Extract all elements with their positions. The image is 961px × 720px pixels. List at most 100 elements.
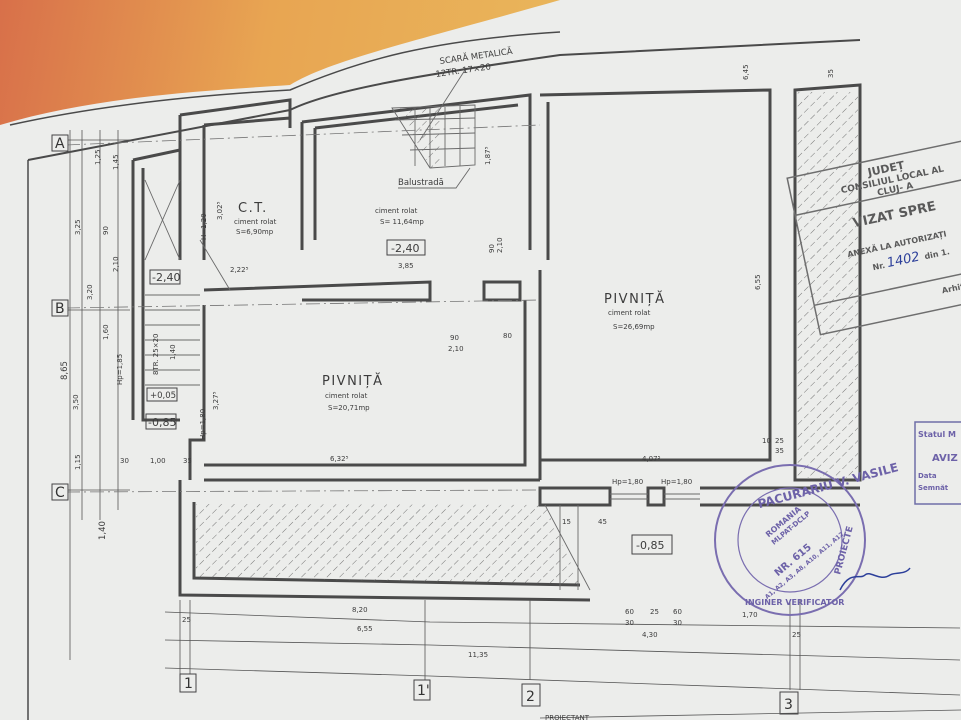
svg-text:3,27⁵: 3,27⁵ bbox=[212, 391, 220, 410]
svg-text:1,15: 1,15 bbox=[74, 454, 82, 470]
svg-text:1,25: 1,25 bbox=[94, 149, 102, 165]
axis-label-c: C bbox=[55, 485, 65, 501]
axis-label-3: 3 bbox=[784, 697, 793, 713]
svg-text:Hp=1,80: Hp=1,80 bbox=[199, 409, 207, 440]
svg-text:ciment rolat: ciment rolat bbox=[608, 309, 651, 317]
svg-text:ciment rolat: ciment rolat bbox=[325, 392, 368, 400]
svg-text:6,55: 6,55 bbox=[754, 274, 762, 290]
svg-text:6,45: 6,45 bbox=[742, 64, 750, 80]
level-marker-landing bbox=[146, 387, 178, 402]
footer-designer-label: PROIECTANT bbox=[545, 714, 590, 720]
sheet-border bbox=[27, 39, 861, 161]
bottom-dimension-lines: 8,20 60 25 60 1,70 30 30 6,55 25 4,30 25… bbox=[164, 600, 961, 696]
svg-text:35: 35 bbox=[775, 447, 784, 455]
stair-width-label: 1,40 bbox=[169, 344, 177, 360]
svg-text:80: 80 bbox=[503, 332, 512, 340]
axis-label-1: 1 bbox=[184, 676, 193, 692]
axis-label-2: 2 bbox=[526, 689, 535, 705]
svg-text:ciment rolat: ciment rolat bbox=[375, 207, 418, 215]
svg-text:1,70: 1,70 bbox=[742, 611, 758, 619]
svg-text:H=1,20: H=1,20 bbox=[200, 213, 208, 240]
grid-column-axes: 1 1' 2 3 bbox=[179, 673, 799, 715]
svg-text:11,35: 11,35 bbox=[468, 651, 488, 659]
svg-text:3,50: 3,50 bbox=[72, 394, 80, 410]
interior-dimensions: 3,02⁵ H=1,20 1,87⁵ 90 2,10 2,22⁵ 6,32⁵ 3… bbox=[120, 64, 835, 526]
svg-text:1402: 1402 bbox=[886, 250, 921, 272]
svg-text:35: 35 bbox=[827, 69, 835, 78]
balustrade-label: Balustradă bbox=[398, 178, 444, 188]
svg-text:C.T.: C.T. bbox=[238, 201, 268, 216]
axis-label-1-prime: 1' bbox=[417, 683, 430, 699]
stair-door-label: Hp=1,85 bbox=[116, 354, 124, 385]
room-pivnita-2: PIVNIȚĂ ciment rolat S=26,69mp bbox=[604, 291, 665, 331]
level-stair-top: -2,40 bbox=[152, 271, 180, 284]
svg-text:90: 90 bbox=[450, 334, 459, 342]
room-hall: ciment rolat S= 11,64mp -2,40 3,85 bbox=[375, 207, 426, 270]
level-marker-stair-top bbox=[149, 269, 181, 285]
svg-text:INGINER VERIFICATOR: INGINER VERIFICATOR bbox=[745, 598, 844, 607]
svg-text:8,65: 8,65 bbox=[60, 361, 70, 380]
svg-text:1,60: 1,60 bbox=[102, 324, 110, 340]
svg-text:1,40: 1,40 bbox=[98, 521, 108, 540]
level-terrace: -0,85 bbox=[636, 539, 664, 552]
svg-text:Data: Data bbox=[918, 472, 937, 480]
level-marker-entry bbox=[145, 413, 177, 430]
svg-text:90: 90 bbox=[488, 244, 496, 253]
level-landing: +0,05 bbox=[150, 391, 176, 401]
svg-text:Hp=1,80: Hp=1,80 bbox=[612, 478, 643, 486]
svg-text:30: 30 bbox=[625, 619, 634, 627]
svg-text:3,20: 3,20 bbox=[86, 284, 94, 300]
svg-text:60: 60 bbox=[625, 608, 634, 616]
hatched-terrace bbox=[196, 504, 580, 584]
svg-text:45: 45 bbox=[598, 518, 607, 526]
svg-text:30: 30 bbox=[673, 619, 682, 627]
level-entry: -0,85 bbox=[148, 416, 176, 429]
svg-text:4,30: 4,30 bbox=[642, 631, 658, 639]
signature bbox=[839, 567, 911, 591]
axis-label-a: A bbox=[55, 136, 65, 152]
grid-row-axes: A B C bbox=[51, 124, 541, 501]
svg-text:Semnăt: Semnăt bbox=[918, 484, 949, 492]
svg-text:25: 25 bbox=[775, 437, 784, 445]
svg-text:ciment rolat: ciment rolat bbox=[234, 218, 277, 226]
left-dimension-lines: 8,65 1,40 3,25 3,20 3,50 1,15 1,25 90 1,… bbox=[60, 130, 130, 660]
svg-text:25: 25 bbox=[650, 608, 659, 616]
hatched-wall-right bbox=[797, 92, 858, 478]
svg-text:S=20,71mp: S=20,71mp bbox=[328, 404, 370, 412]
svg-text:1,00: 1,00 bbox=[150, 457, 166, 465]
svg-text:1,87⁵: 1,87⁵ bbox=[484, 146, 492, 165]
room-pivnita-1: PIVNIȚĂ ciment rolat S=20,71mp bbox=[322, 373, 383, 412]
svg-text:60: 60 bbox=[673, 608, 682, 616]
svg-text:S=6,90mp: S=6,90mp bbox=[236, 228, 274, 236]
svg-text:2,22⁵: 2,22⁵ bbox=[230, 266, 249, 274]
svg-text:Statul M: Statul M bbox=[918, 430, 956, 439]
level-marker-terrace bbox=[631, 534, 673, 555]
svg-text:25: 25 bbox=[182, 616, 191, 624]
svg-text:S= 11,64mp: S= 11,64mp bbox=[380, 218, 424, 226]
svg-text:PIVNIȚĂ: PIVNIȚĂ bbox=[604, 291, 665, 307]
side-aviz-stamp: Statul M AVIZ Data Semnăt bbox=[914, 421, 961, 505]
svg-text:Nr.: Nr. bbox=[872, 261, 886, 272]
room-ct: C.T. ciment rolat S=6,90mp bbox=[234, 201, 277, 236]
svg-text:2,10: 2,10 bbox=[112, 256, 120, 272]
svg-text:2,10: 2,10 bbox=[448, 345, 464, 353]
svg-text:-2,40: -2,40 bbox=[391, 242, 419, 255]
metal-stair bbox=[391, 69, 476, 169]
svg-text:10: 10 bbox=[762, 437, 771, 445]
svg-text:25: 25 bbox=[792, 631, 801, 639]
svg-text:PIVNIȚĂ: PIVNIȚĂ bbox=[322, 373, 383, 389]
svg-text:AVIZ: AVIZ bbox=[932, 453, 958, 464]
svg-text:3,02⁵: 3,02⁵ bbox=[216, 201, 224, 220]
axis-label-b: B bbox=[55, 301, 65, 317]
svg-text:4,07⁵: 4,07⁵ bbox=[642, 455, 661, 463]
svg-text:15: 15 bbox=[562, 518, 571, 526]
svg-text:6,55: 6,55 bbox=[357, 625, 373, 633]
svg-text:6,32⁵: 6,32⁵ bbox=[330, 455, 349, 463]
svg-text:3,25: 3,25 bbox=[74, 219, 82, 235]
stair-flight-label: 8TR. 25×20 bbox=[152, 334, 160, 375]
svg-text:S=26,69mp: S=26,69mp bbox=[613, 323, 655, 331]
svg-text:3,85: 3,85 bbox=[398, 262, 414, 270]
svg-text:2,10: 2,10 bbox=[496, 237, 504, 253]
walls bbox=[131, 83, 862, 602]
